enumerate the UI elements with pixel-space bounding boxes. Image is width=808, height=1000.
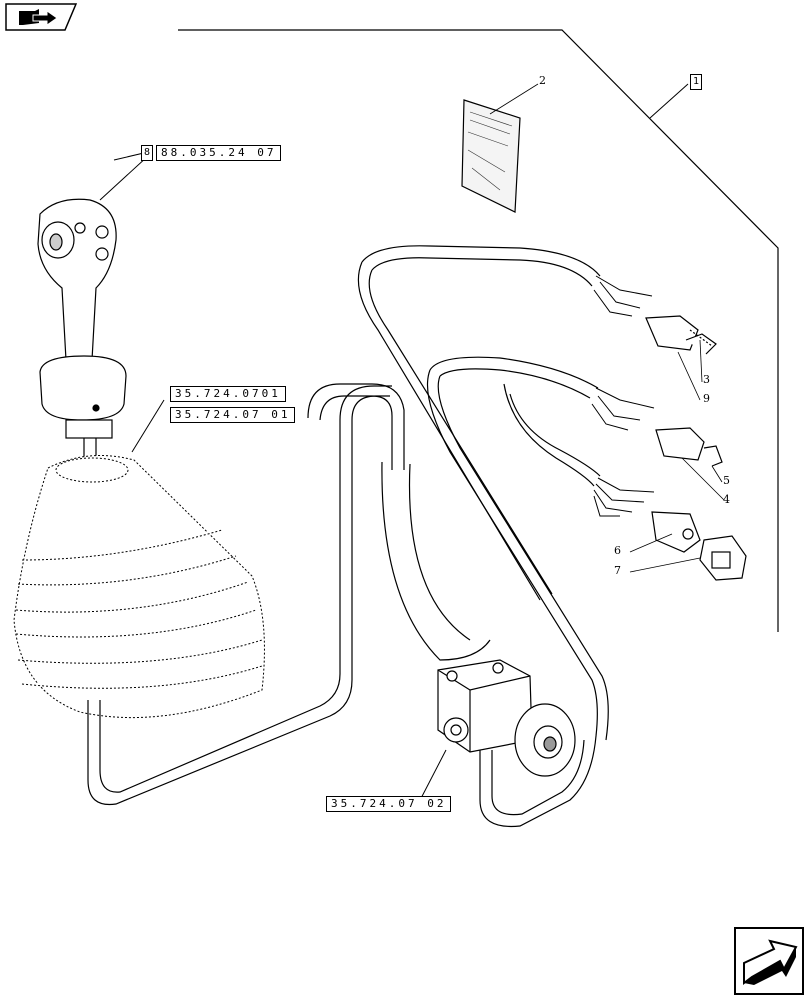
callout-kit: 1 [690, 74, 702, 90]
hydraulic-hose-assembly [87, 245, 609, 828]
boot-ref-link-b[interactable]: 35.724.07 01 [170, 407, 296, 423]
callout-6: 6 [614, 544, 621, 557]
wire-harness [591, 275, 655, 517]
callout-7: 7 [614, 564, 621, 577]
pilot-valve [415, 659, 576, 809]
kit-leader-line [178, 29, 779, 632]
connector-housing-6 [629, 511, 747, 581]
callout-3: 3 [703, 373, 710, 386]
next-page-arrow-icon [734, 927, 804, 995]
callout-4: 4 [723, 493, 730, 506]
book-with-arrow-icon [5, 3, 78, 31]
next-page-button[interactable] [734, 927, 804, 995]
connector-housing-9 [645, 315, 717, 401]
callout-manual: 2 [539, 74, 546, 87]
valve-ref-link[interactable]: 35.724.07 02 [326, 796, 452, 812]
book-nav-button[interactable] [5, 3, 78, 31]
rubber-boot [13, 399, 265, 719]
joystick-ref-number: 8 [141, 145, 153, 161]
joystick-ref-link[interactable]: 88.035.24 07 [156, 145, 282, 161]
callout-9: 9 [703, 392, 710, 405]
instruction-manual [461, 83, 539, 213]
boot-ref-link-a[interactable]: 35.724.0701 [170, 386, 286, 402]
callout-5: 5 [723, 474, 730, 487]
joystick-handle [37, 151, 149, 486]
connector-housing-4 [655, 427, 725, 501]
